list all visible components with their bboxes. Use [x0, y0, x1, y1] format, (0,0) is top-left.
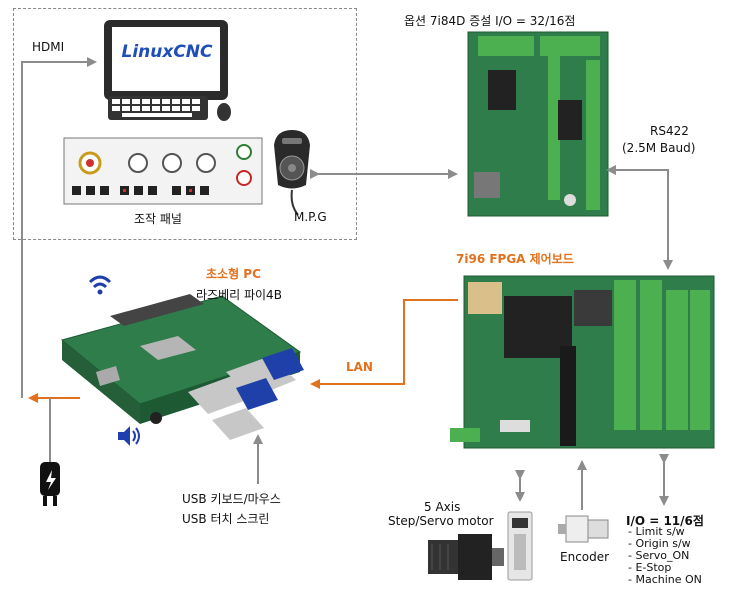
io-item: - Machine ON [628, 573, 702, 586]
io-item: - Servo_ON [628, 549, 690, 562]
operator-panel-image [63, 137, 263, 205]
hdmi-connection-arrow [21, 57, 97, 398]
io-item-list: - Limit s/w - Origin s/w - Servo_ON - E-… [628, 526, 702, 586]
io-item: - Limit s/w [628, 525, 685, 538]
axis-label-line1: 5 Axis [424, 500, 461, 514]
fpga-board-image [450, 275, 715, 449]
servo-driver-image [507, 511, 533, 581]
fpga-board-label: 7i96 FPGA 제어보드 [456, 252, 574, 266]
mpg-pendant-image [274, 130, 310, 216]
operator-panel-label: 조작 패널 [134, 212, 182, 226]
raspberry-pi-image [60, 294, 304, 440]
monitor-icon [104, 20, 231, 121]
lan-connection-arrow [310, 299, 458, 389]
expansion-board-label: 옵션 7i84D 증설 I/O = 32/16점 [404, 14, 576, 28]
encoder-label: Encoder [560, 550, 610, 564]
mini-pc-label: 초소형 PC [206, 267, 261, 281]
expansion-board-image [467, 31, 609, 217]
servo-motor-image [428, 534, 504, 580]
power-connection-arrow [28, 393, 80, 462]
wifi-icon [88, 275, 112, 295]
usb-keyboard-label: USB 키보드/마우스 [182, 492, 281, 506]
io-item: - E-Stop [628, 561, 672, 574]
rs422-label-line1: RS422 [650, 124, 689, 138]
rs422-label-line2: (2.5M Baud) [622, 141, 696, 155]
operator-station-boundary [13, 8, 357, 240]
hdmi-label: HDMI [32, 40, 65, 54]
raspberry-pi-label: 라즈베리 파이4B [196, 288, 282, 302]
io-title-label: I/O = 11/6점 [626, 514, 704, 528]
mpg-label: M.P.G [294, 210, 327, 224]
usb-touch-label: USB 터치 스크린 [182, 512, 270, 526]
monitor-brand-text: LinuxCNC [121, 42, 213, 62]
rs422-connection-arrow [606, 165, 673, 270]
speaker-icon [118, 426, 140, 446]
encoder-image [558, 515, 609, 543]
lan-label: LAN [346, 360, 373, 374]
power-plug-icon [40, 462, 60, 506]
io-item: - Origin s/w [628, 537, 691, 550]
axis-label-line2: Step/Servo motor [388, 514, 494, 528]
